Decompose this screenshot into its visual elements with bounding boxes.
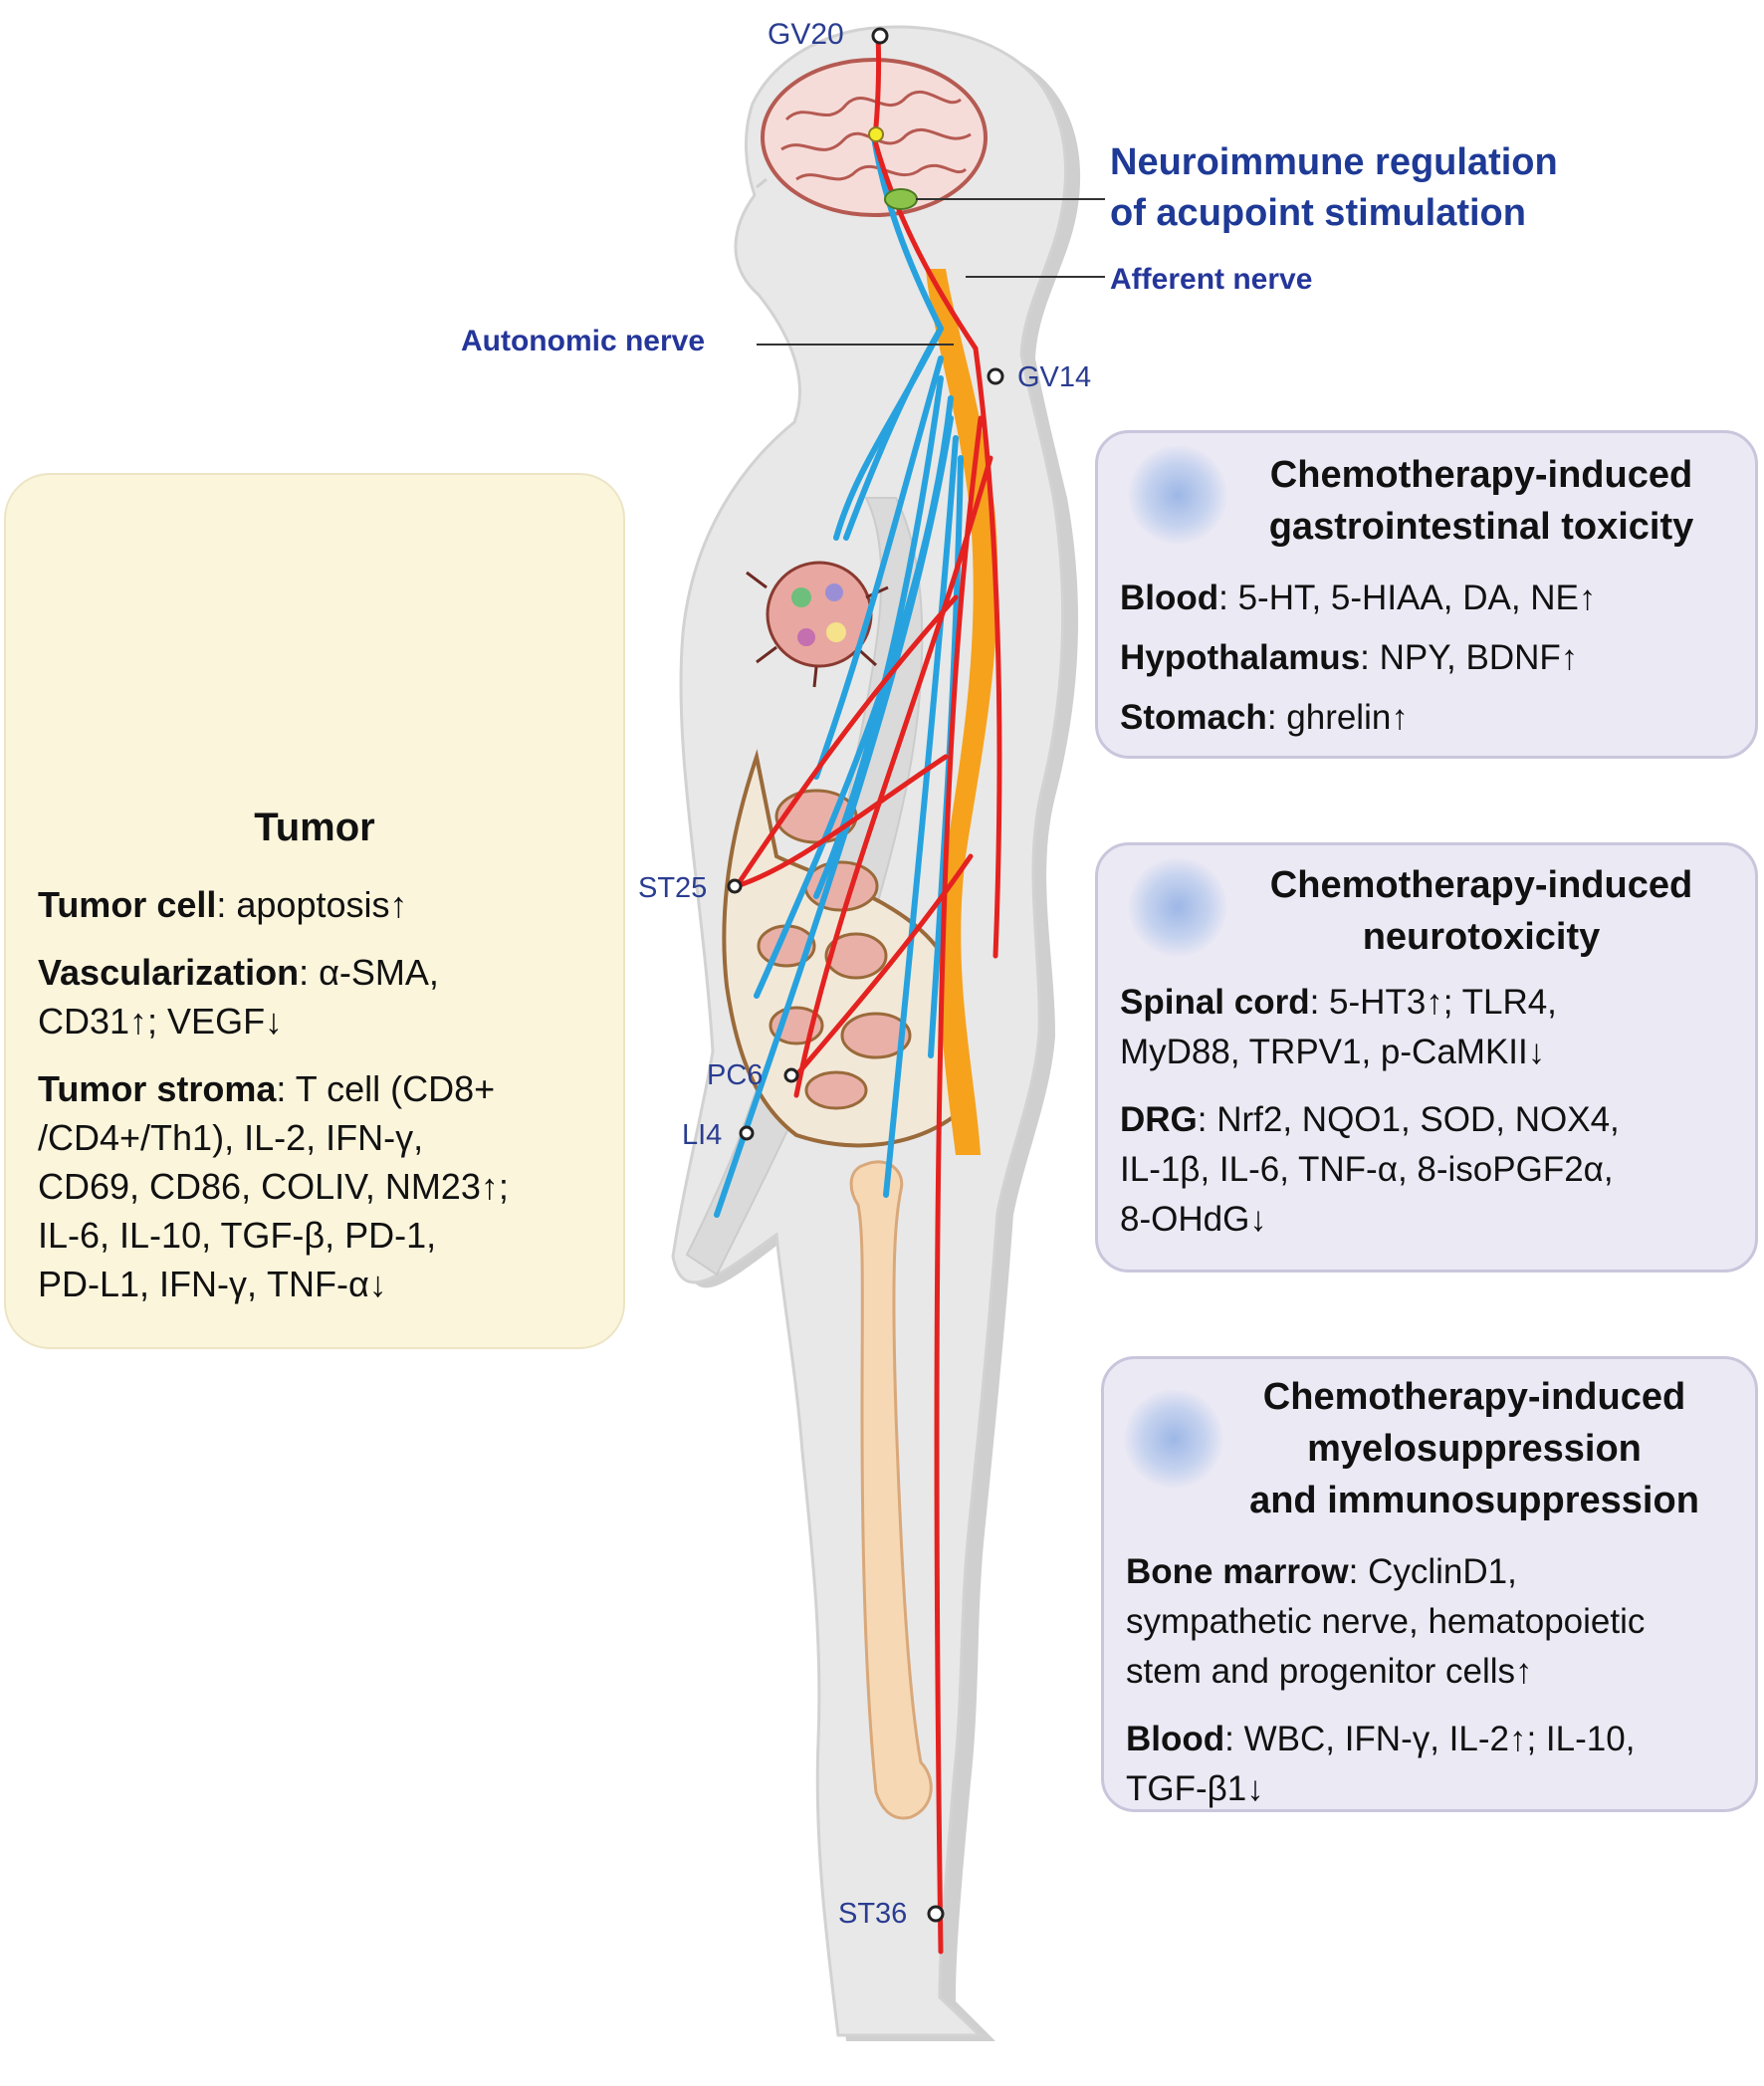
gi-hypothalamus-term: Hypothalamus bbox=[1120, 638, 1361, 677]
green-ring bbox=[884, 188, 918, 210]
gi-thumbnail bbox=[1128, 445, 1227, 545]
intestines bbox=[722, 749, 969, 1148]
drg-line2: IL-1β, IL-6, TNF-α, 8-isoPGF2α, bbox=[1120, 1150, 1614, 1189]
myelo-blood-term: Blood bbox=[1126, 1720, 1225, 1758]
bone-marrow-value: : CyclinD1, bbox=[1348, 1552, 1517, 1591]
yellow-node bbox=[868, 126, 884, 142]
tumor-stroma-term: Tumor stroma bbox=[38, 1068, 277, 1109]
tumor-cell-line: Tumor cell: apoptosis↑ bbox=[38, 880, 613, 929]
myelosuppression-panel: Chemotherapy-induced myelosuppression an… bbox=[1101, 1356, 1758, 1812]
neurotoxicity-panel: Chemotherapy-induced neurotoxicity Spina… bbox=[1095, 842, 1758, 1273]
pc6-label: PC6 bbox=[707, 1059, 764, 1091]
face-profile bbox=[756, 177, 768, 189]
leg-bone bbox=[849, 1160, 933, 1820]
figure-title-line2: of acupoint stimulation bbox=[1110, 192, 1526, 234]
vascularization-value: : α-SMA, bbox=[299, 952, 439, 993]
bone-marrow-term: Bone marrow bbox=[1126, 1552, 1349, 1591]
gv14-label: GV14 bbox=[1017, 361, 1092, 393]
leader-lines bbox=[757, 198, 1105, 346]
myelo-title-line2: myelosuppression bbox=[1307, 1428, 1642, 1470]
drg-line3: 8-OHdG↓ bbox=[1120, 1200, 1267, 1239]
gi-stomach-value: : ghrelin↑ bbox=[1266, 698, 1409, 737]
bone-marrow-line3: stem and progenitor cells↑ bbox=[1126, 1652, 1533, 1691]
gi-stomach-term: Stomach bbox=[1120, 698, 1267, 737]
autonomic-nerves bbox=[714, 134, 964, 1218]
spinal-cord-value: : 5-HT3↑; TLR4, bbox=[1309, 983, 1557, 1022]
bone-marrow-line2: sympathetic nerve, hematopoietic bbox=[1126, 1602, 1646, 1641]
gi-title-line1: Chemotherapy-induced bbox=[1269, 454, 1693, 496]
gv20-dot bbox=[871, 27, 889, 45]
gv14-dot bbox=[987, 367, 1004, 385]
gi-blood-value: : 5-HT, 5-HIAA, DA, NE↑ bbox=[1218, 579, 1597, 617]
tumor-stroma-line4: IL-6, IL-10, TGF-β, PD-1, bbox=[38, 1215, 437, 1256]
tumor-cell-term: Tumor cell bbox=[38, 884, 217, 925]
gi-hypothalamus-value: : NPY, BDNF↑ bbox=[1360, 638, 1579, 677]
spinal-cord-line: Spinal cord: 5-HT3↑; TLR4, bbox=[1120, 979, 1741, 1027]
drg-line: DRG: Nrf2, NQO1, SOD, NOX4, bbox=[1120, 1096, 1741, 1144]
tumor-stroma-value: : T cell (CD8+ bbox=[276, 1068, 496, 1109]
drg-term: DRG bbox=[1120, 1100, 1198, 1139]
tumor-panel: Tumor Tumor cell: apoptosis↑ Vasculariza… bbox=[4, 473, 625, 1349]
myelo-blood-value: : WBC, IFN-γ, IL-2↑; IL-10, bbox=[1224, 1720, 1636, 1758]
gi-toxicity-panel: Chemotherapy-induced gastrointestinal to… bbox=[1095, 430, 1758, 759]
myelo-title-line1: Chemotherapy-induced bbox=[1262, 1376, 1686, 1418]
gi-hypothalamus-line: Hypothalamus: NPY, BDNF↑ bbox=[1120, 634, 1741, 682]
gi-blood-line: Blood: 5-HT, 5-HIAA, DA, NE↑ bbox=[1120, 575, 1741, 622]
tumor-stroma-line: Tumor stroma: T cell (CD8+ bbox=[38, 1064, 613, 1113]
tumor-stroma-line5: PD-L1, IFN-γ, TNF-α↓ bbox=[38, 1264, 387, 1304]
bone-marrow-line: Bone marrow: CyclinD1, bbox=[1126, 1548, 1741, 1596]
gi-stomach-line: Stomach: ghrelin↑ bbox=[1120, 694, 1741, 742]
figure-title-line1: Neuroimmune regulation bbox=[1110, 141, 1558, 183]
myelo-blood-line: Blood: WBC, IFN-γ, IL-2↑; IL-10, bbox=[1126, 1716, 1741, 1763]
tumor-panel-title: Tumor bbox=[254, 806, 375, 849]
vascularization-line2: CD31↑; VEGF↓ bbox=[38, 1001, 284, 1042]
afferent-nerve-label: Afferent nerve bbox=[1110, 263, 1313, 296]
st36-dot bbox=[927, 1905, 945, 1923]
li4-label: LI4 bbox=[682, 1119, 723, 1151]
neuro-title-line2: neurotoxicity bbox=[1362, 916, 1601, 958]
spinal-cord-line2: MyD88, TRPV1, p-CaMKII↓ bbox=[1120, 1033, 1546, 1071]
st25-dot bbox=[727, 878, 743, 894]
drg-value: : Nrf2, NQO1, SOD, NOX4, bbox=[1197, 1100, 1620, 1139]
gi-blood-term: Blood bbox=[1120, 579, 1219, 617]
li4-dot bbox=[739, 1125, 755, 1141]
autonomic-nerve-label: Autonomic nerve bbox=[461, 325, 706, 357]
st36-label: ST36 bbox=[838, 1898, 908, 1930]
tumor-stroma-line3: CD69, CD86, COLIV, NM23↑; bbox=[38, 1166, 509, 1207]
spinal-cord-term: Spinal cord bbox=[1120, 983, 1310, 1022]
gv20-label: GV20 bbox=[768, 18, 844, 51]
vascularization-line: Vascularization: α-SMA, bbox=[38, 948, 613, 997]
myelo-blood-line2: TGF-β1↓ bbox=[1126, 1769, 1264, 1808]
tumor-cell-value: : apoptosis↑ bbox=[216, 884, 408, 925]
tumor-stroma-line2: /CD4+/Th1), IL-2, IFN-γ, bbox=[38, 1117, 424, 1158]
neuro-thumbnail bbox=[1128, 857, 1227, 957]
vascularization-term: Vascularization bbox=[38, 952, 300, 993]
myelo-thumbnail bbox=[1124, 1389, 1223, 1489]
pc6-dot bbox=[783, 1067, 799, 1083]
myelo-title-line3: and immunosuppression bbox=[1249, 1480, 1699, 1521]
st25-label: ST25 bbox=[638, 872, 708, 904]
efferent-nerves bbox=[734, 33, 1002, 1955]
gi-title-line2: gastrointestinal toxicity bbox=[1268, 506, 1694, 548]
neuro-title-line1: Chemotherapy-induced bbox=[1269, 864, 1693, 906]
